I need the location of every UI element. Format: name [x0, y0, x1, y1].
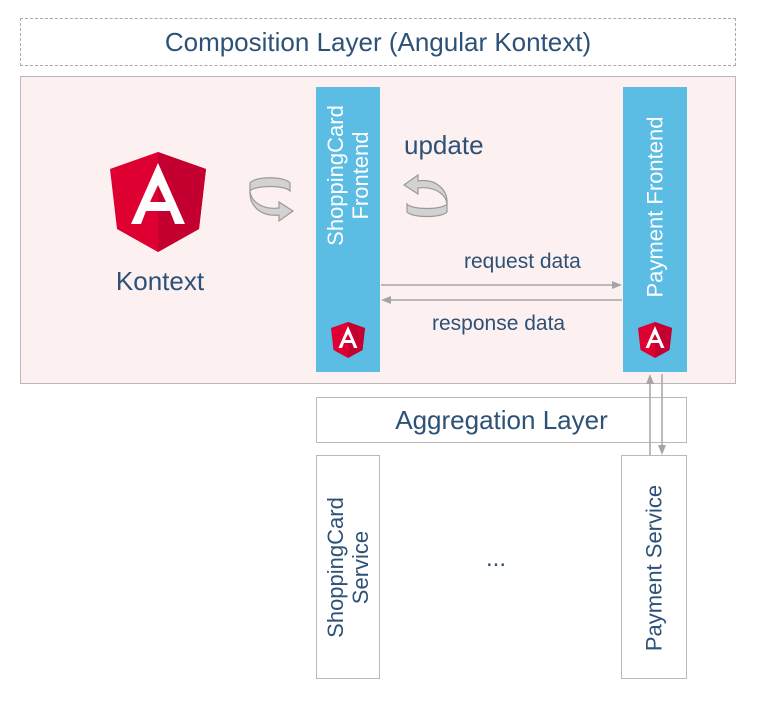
- request-data-label: request data: [464, 250, 581, 273]
- update-label: update: [404, 130, 484, 160]
- payment-frontend-bar[interactable]: Payment Frontend: [623, 87, 687, 372]
- payment-frontend-label: Payment Frontend: [642, 116, 668, 298]
- composition-layer: Composition Layer (Angular Kontext): [20, 18, 736, 66]
- aggregation-layer: Aggregation Layer: [316, 397, 687, 443]
- shoppingcard-service-line1: ShoppingCard: [323, 497, 348, 638]
- shoppingcard-frontend-bar[interactable]: ShoppingCard Frontend: [316, 87, 380, 372]
- kontext-label: Kontext: [115, 266, 205, 296]
- aggregation-layer-label: Aggregation Layer: [395, 404, 608, 435]
- shoppingcard-frontend-line2: Frontend: [348, 131, 373, 220]
- shoppingcard-service-line2: Service: [348, 530, 373, 605]
- response-data-label: response data: [432, 312, 566, 335]
- payment-service: Payment Service: [621, 455, 687, 679]
- shoppingcard-frontend-label: ShoppingCard Frontend: [323, 87, 373, 264]
- shoppingcard-service: ShoppingCard Service: [316, 455, 380, 679]
- shoppingcard-frontend-line1: ShoppingCard: [323, 105, 348, 246]
- composition-layer-label: Composition Layer (Angular Kontext): [164, 26, 592, 57]
- more-services-ellipsis: ...: [486, 545, 507, 572]
- payment-service-label: Payment Service: [641, 484, 667, 652]
- shoppingcard-service-label: ShoppingCard Service: [323, 485, 373, 650]
